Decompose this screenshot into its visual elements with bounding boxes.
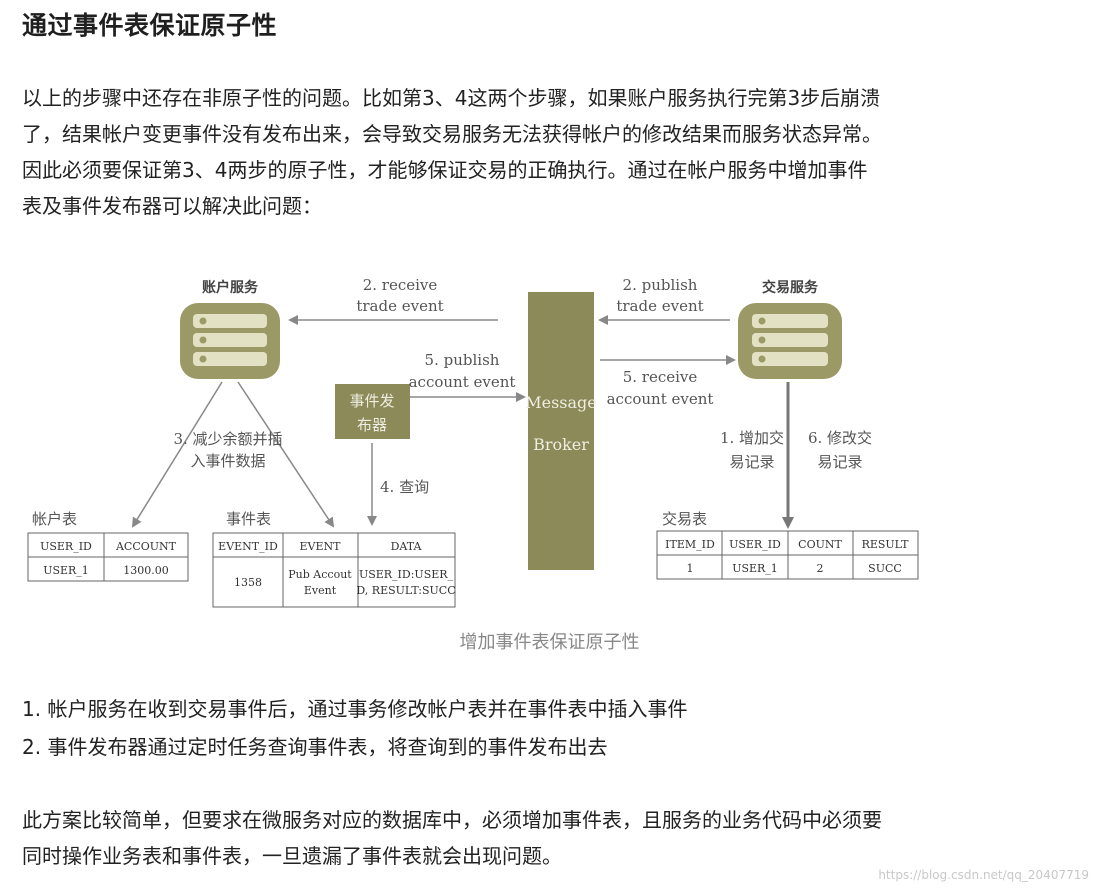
trade-table-title: 交易表 [662, 510, 707, 528]
account-service-icon [180, 303, 280, 379]
table-header: ITEM_ID [665, 538, 715, 551]
arrow-label: account event [607, 390, 714, 408]
table-cell: 1 [687, 562, 694, 575]
event-table-title: 事件表 [226, 510, 271, 528]
step4-label: 4. 查询 [380, 478, 429, 496]
step3-label: 入事件数据 [190, 452, 265, 470]
message-broker-box [528, 292, 594, 570]
table-cell: 2 [817, 562, 824, 575]
table-cell: USER_ID:USER_ [359, 568, 454, 581]
arrow-label: 2. publish [623, 276, 698, 294]
arrow-to-event-table [237, 381, 335, 528]
intro-line: 表及事件发布器可以解决此问题： [22, 194, 322, 218]
table-cell: USER_1 [732, 562, 778, 575]
arrow-label: 5. receive [623, 368, 698, 386]
table-header: USER_ID [40, 540, 92, 553]
step-list: 1. 帐户服务在收到交易事件后，通过事务修改帐户表并在事件表中插入事件 2. 事… [22, 690, 687, 766]
table-cell: 1358 [234, 576, 262, 589]
trade-service-label: 交易服务 [762, 279, 819, 296]
account-service-label: 账户服务 [202, 279, 259, 296]
table-header: DATA [391, 540, 423, 553]
step6-label: 易记录 [817, 453, 862, 471]
arrow-label: trade event [616, 297, 703, 315]
list-item: 1. 帐户服务在收到交易事件后，通过事务修改帐户表并在事件表中插入事件 [22, 697, 688, 721]
broker-label: Message [525, 393, 597, 412]
step6-label: 6. 修改交 [808, 429, 872, 447]
table-header: USER_ID [729, 538, 781, 551]
intro-line: 了，结果帐户变更事件没有发布出来，会导致交易服务无法获得帐户的修改结果而服务状态… [22, 122, 882, 146]
step3-label: 3. 减少余额并插 [173, 430, 282, 448]
arrow-label: 5. publish [425, 351, 500, 369]
section-heading: 通过事件表保证原子性 [22, 11, 278, 40]
table-header: RESULT [862, 538, 910, 551]
account-table [27, 532, 189, 582]
publisher-label: 布器 [357, 416, 387, 434]
trade-table [656, 530, 919, 580]
table-header: EVENT_ID [218, 540, 278, 553]
table-cell: 1300.00 [123, 564, 169, 577]
arrow-to-account-table [131, 381, 223, 528]
watermark: https://blog.csdn.net/qq_20407719 [878, 868, 1089, 882]
account-table-title: 帐户表 [32, 510, 77, 528]
figure-caption: 增加事件表保证原子性 [459, 632, 640, 653]
event-table [212, 532, 456, 608]
table-cell: Event [304, 584, 337, 597]
step1-label: 易记录 [729, 453, 774, 471]
trade-service-icon [738, 303, 842, 379]
table-header: ACCOUNT [115, 540, 177, 553]
broker-label: Broker [533, 435, 589, 454]
table-header: EVENT [300, 540, 342, 553]
outro-paragraph: 此方案比较简单，但要求在微服务对应的数据库中，必须增加事件表，且服务的业务代码中… [22, 802, 1082, 874]
table-cell: D, RESULT:SUCC [356, 584, 455, 597]
arrow-label: trade event [356, 297, 443, 315]
table-cell: SUCC [868, 562, 902, 575]
step1-label: 1. 增加交 [720, 429, 784, 447]
event-table-diagram: 账户服务 交易服务 Message Broker 事件发 布器 [27, 276, 919, 608]
table-cell: USER_1 [43, 564, 89, 577]
intro-line: 以上的步骤中还存在非原子性的问题。比如第3、4这两个步骤，如果账户服务执行完第3… [22, 86, 881, 110]
table-cell: Pub Accout [288, 568, 352, 581]
publisher-label: 事件发 [349, 392, 394, 410]
list-item: 2. 事件发布器通过定时任务查询事件表，将查询到的事件发布出去 [22, 735, 608, 759]
intro-paragraph: 以上的步骤中还存在非原子性的问题。比如第3、4这两个步骤，如果账户服务执行完第3… [22, 80, 1082, 224]
arrow-label: account event [409, 373, 516, 391]
intro-line: 因此必须要保证第3、4两步的原子性，才能够保证交易的正确执行。通过在帐户服务中增… [22, 158, 868, 182]
outro-line: 同时操作业务表和事件表，一旦遗漏了事件表就会出现问题。 [22, 844, 562, 868]
event-publisher-box [335, 384, 410, 439]
arrow-label: 2. receive [363, 276, 438, 294]
table-header: COUNT [798, 538, 842, 551]
outro-line: 此方案比较简单，但要求在微服务对应的数据库中，必须增加事件表，且服务的业务代码中… [22, 808, 882, 832]
